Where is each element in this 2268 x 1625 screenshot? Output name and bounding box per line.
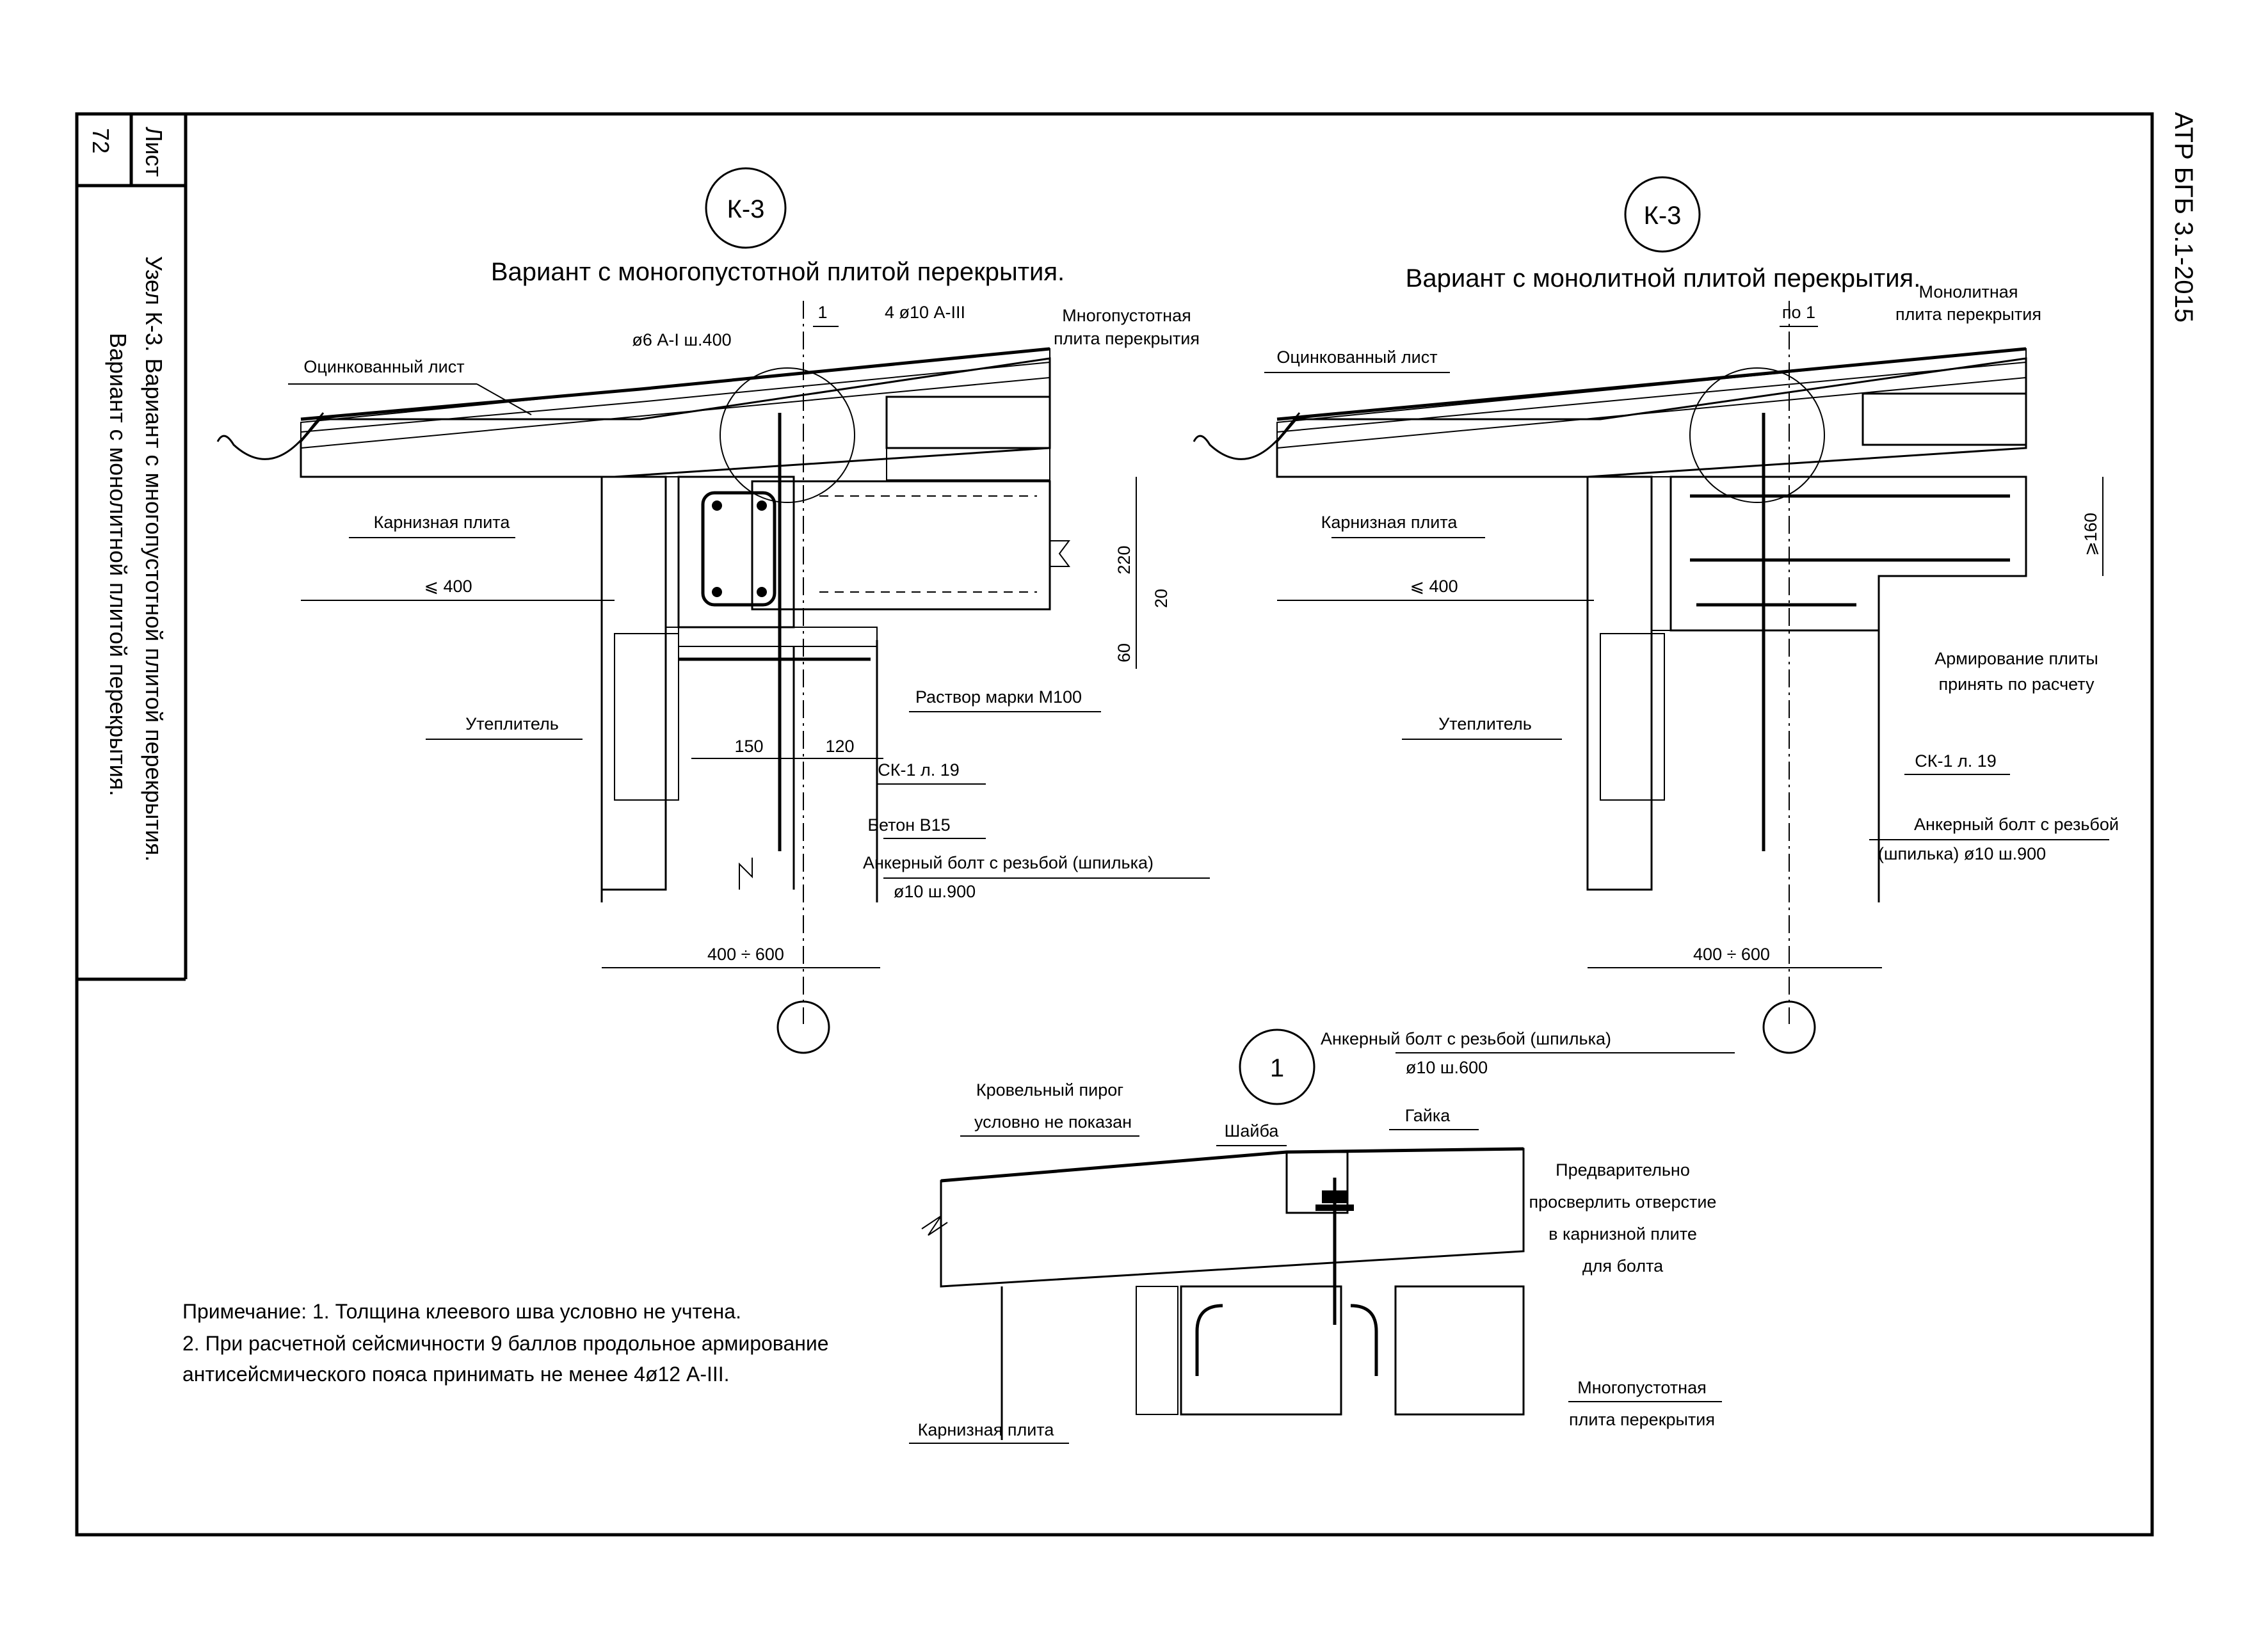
label-mono-slab-2: плита перекрытия — [1895, 305, 2041, 324]
washer-shape — [1315, 1205, 1354, 1211]
detail-mark: К-3 — [727, 195, 765, 223]
label-eave-slab-right: Карнизная плита — [1321, 513, 1458, 532]
label-insulation: Утеплитель — [465, 714, 559, 733]
axis-bubble-left — [776, 1000, 830, 1054]
eave-slab-shape-right — [1276, 357, 2027, 478]
label-drill-3: в карнизной плите — [1548, 1224, 1697, 1244]
label-concrete: Бетон В15 — [867, 815, 950, 835]
note-line-2: 2. При расчетной сейсмичности 9 баллов п… — [182, 1332, 829, 1355]
label-d1-hollow-slab-1: Многопустотная — [1577, 1378, 1706, 1397]
label-roof-2: условно не показан — [974, 1112, 1132, 1132]
detail-left: К-3 Вариант с моногопустотной плитой пер… — [216, 167, 1210, 1054]
label-hollow-slab-2: плита перекрытия — [1054, 329, 1200, 348]
mono-slab-shape — [1669, 476, 2027, 632]
dim-150: 150 — [734, 737, 763, 756]
dim-120: 120 — [825, 737, 854, 756]
note-line-1: Примечание: 1. Толщина клеевого шва усло… — [182, 1300, 741, 1323]
label-stirrup: ø6 А-I ш.400 — [632, 330, 731, 349]
detail-ref-circle — [720, 367, 855, 503]
dim-60: 60 — [1114, 643, 1134, 662]
label-anchor-2: ø10 ш.900 — [894, 882, 976, 901]
label-overhang-right: ⩽ 400 — [1410, 577, 1458, 596]
ref-mark-right: по 1 — [1782, 303, 1815, 322]
sheet-number: 72 — [88, 128, 114, 154]
label-sk1: СК-1 л. 19 — [878, 760, 960, 780]
detail-mark-circle — [705, 167, 787, 249]
label-mono-slab-1: Монолитная — [1919, 282, 2018, 301]
label-sk1-right: СК-1 л. 19 — [1915, 751, 1997, 771]
note-line-3: антисейсмического пояса принимать не мен… — [182, 1363, 730, 1386]
detail-ref-circle-right — [1689, 367, 1825, 503]
insulation-right — [1600, 633, 1665, 801]
label-galv-sheet: Оцинкованный лист — [303, 357, 464, 376]
label-drill-4: для болта — [1582, 1256, 1664, 1276]
label-d1-eave-slab: Карнизная плита — [918, 1420, 1055, 1439]
insulation-left — [614, 633, 679, 801]
detail-mark-circle-right — [1624, 176, 1701, 253]
label-drill-2: просверлить отверстие — [1529, 1192, 1717, 1212]
nut-shape — [1322, 1190, 1347, 1203]
detail-one-mark: 1 — [1270, 1054, 1284, 1082]
label-nut: Гайка — [1405, 1106, 1451, 1125]
detail-one-mark-circle — [1239, 1029, 1315, 1105]
side-title-line1: Узел К-3. Вариант с многопустотной плито… — [141, 256, 167, 861]
label-hollow-slab-1: Многопустотная — [1062, 306, 1191, 325]
bolt-recess — [1285, 1151, 1349, 1214]
detail-one-bond-beam — [1180, 1285, 1342, 1416]
label-reinf-1: Армирование плиты — [1934, 649, 2098, 668]
dim-160: ⩾160 — [2081, 513, 2100, 556]
gutter-shape — [216, 412, 325, 460]
dim-wall-right: 400 ÷ 600 — [1693, 945, 1770, 964]
sheet-label: Лист — [141, 127, 167, 177]
stirrup-cage — [701, 491, 776, 607]
ref-mark: 1 — [817, 303, 827, 322]
dim-220: 220 — [1114, 545, 1134, 574]
detail-right: К-3 Вариант с монолитной плитой перекрыт… — [1193, 176, 2119, 1054]
dim-20: 20 — [1152, 589, 1171, 608]
label-eave-slab: Карнизная плита — [374, 513, 511, 532]
detail-title-right: Вариант с монолитной плитой перекрытия. — [1406, 264, 1921, 292]
notes-block: Примечание: 1. Толщина клеевого шва усло… — [182, 1300, 829, 1386]
label-anchor-right-1: Анкерный болт с резьбой — [1914, 815, 2119, 834]
label-reinf-2: принять по расчету — [1939, 675, 2095, 694]
sheet-frame — [75, 112, 2154, 1537]
label-d1-hollow-slab-2: плита перекрытия — [1569, 1410, 1715, 1429]
gutter-shape-right — [1193, 412, 1301, 460]
mortar-bed — [678, 627, 878, 647]
label-d1-anchor-1: Анкерный болт с резьбой (шпилька) — [1321, 1029, 1611, 1048]
wall-left — [600, 476, 667, 891]
dim-wall: 400 ÷ 600 — [707, 945, 784, 964]
document-code: АТР БГБ 3.1-2015 — [2169, 112, 2198, 323]
label-overhang: ⩽ 400 — [424, 577, 472, 596]
label-insulation-right: Утеплитель — [1438, 714, 1532, 733]
label-drill-1: Предварительно — [1556, 1160, 1690, 1180]
detail-one-eave-slab — [940, 1148, 1525, 1288]
side-title-line2: Вариант с монолитной плитой перекрытия. — [105, 333, 131, 796]
detail-mark-right: К-3 — [1644, 202, 1682, 230]
label-rebar-top: 4 ø10 А-III — [885, 303, 965, 322]
label-galv-sheet-right: Оцинкованный лист — [1276, 348, 1437, 367]
axis-bubble-right — [1762, 1000, 1816, 1054]
title-block: Лист 72 Узел К-3. Вариант с многопустотн… — [88, 127, 167, 861]
wall-right — [1586, 476, 1653, 891]
detail-one: 1 Анкерный болт с резьбой (шпилька) ø10 … — [909, 1029, 1735, 1444]
detail-one-hollow-slab — [1394, 1285, 1525, 1416]
label-roof-1: Кровельный пирог — [976, 1080, 1123, 1100]
label-mortar: Раствор марки М100 — [915, 687, 1082, 707]
label-d1-anchor-2: ø10 ш.600 — [1406, 1058, 1488, 1077]
detail-title: Вариант с моногопустотной плитой перекры… — [491, 258, 1065, 286]
label-anchor-right-2: (шпилька) ø10 ш.900 — [1878, 844, 2046, 863]
label-washer: Шайба — [1225, 1121, 1280, 1141]
hollow-slab-top — [885, 396, 1051, 449]
label-anchor-1: Анкерный болт с резьбой (шпилька) — [863, 853, 1154, 872]
hollow-slab-shape — [751, 480, 1051, 611]
